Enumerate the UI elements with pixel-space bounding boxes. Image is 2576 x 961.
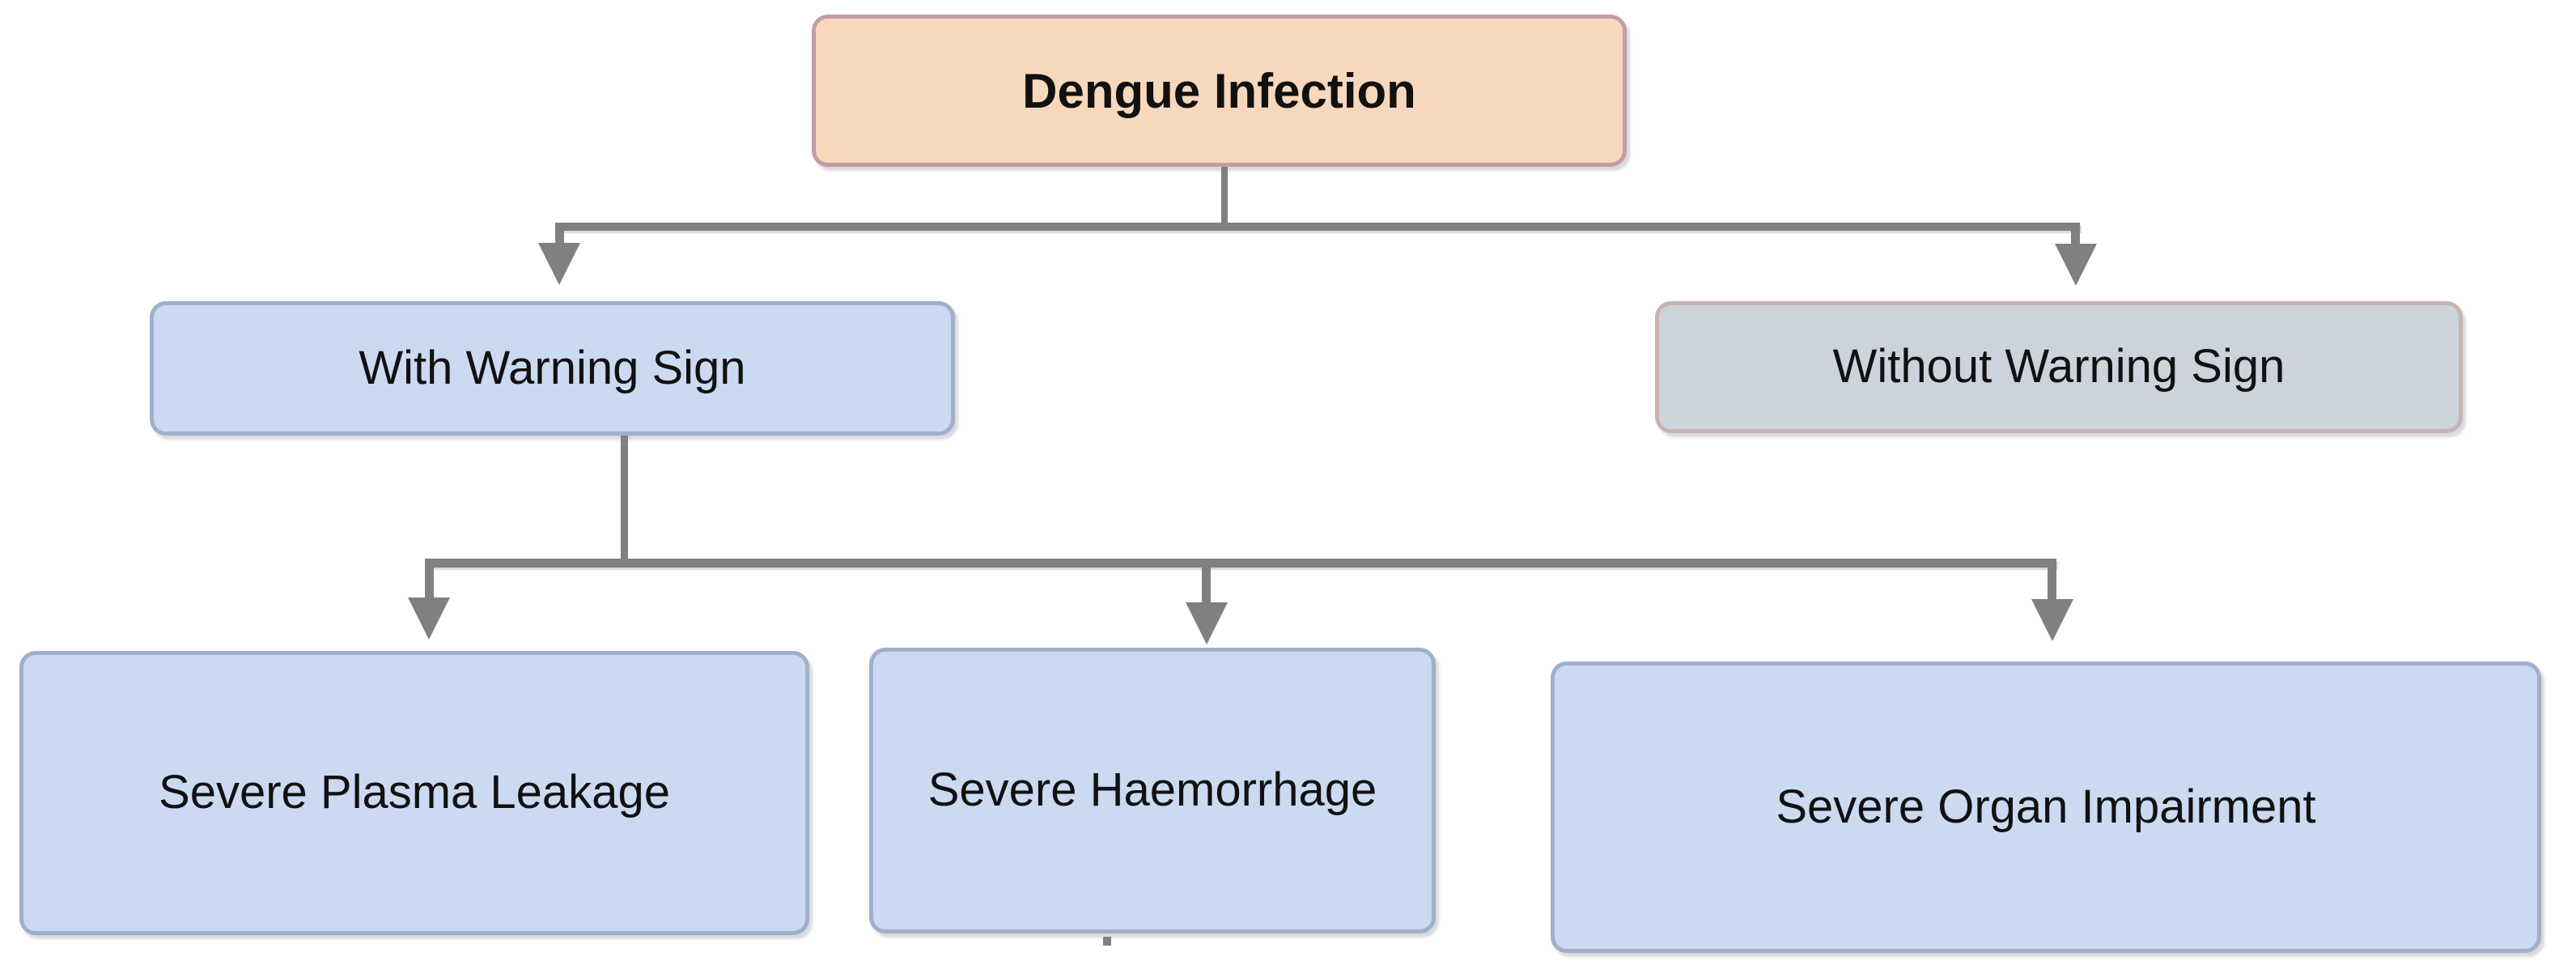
connector-level2-horizontal: [425, 559, 2056, 568]
node-dengue-infection-label: Dengue Infection: [1022, 63, 1416, 118]
node-severe-haemorrhage: Severe Haemorrhage: [869, 648, 1436, 933]
node-severe-plasma-leakage-label: Severe Plasma Leakage: [159, 766, 670, 819]
node-severe-plasma-leakage: Severe Plasma Leakage: [19, 651, 809, 935]
arrow-down-icon: [408, 597, 450, 640]
arrow-down-icon: [1186, 602, 1228, 644]
connector-with-warning-stem: [621, 436, 628, 563]
connector-truncated-tick: [1103, 937, 1111, 946]
node-severe-haemorrhage-label: Severe Haemorrhage: [927, 763, 1377, 817]
connector-to-with-warning-stub: [555, 223, 564, 247]
connector-to-haemorrhage-stub: [1202, 568, 1211, 604]
connector-to-organ-stub: [2048, 568, 2056, 600]
arrow-down-icon: [2055, 244, 2097, 286]
node-with-warning-sign-label: With Warning Sign: [359, 341, 746, 394]
node-without-warning-sign: Without Warning Sign: [1655, 301, 2463, 433]
node-without-warning-sign-label: Without Warning Sign: [1832, 340, 2285, 393]
arrow-down-icon: [538, 243, 580, 285]
node-severe-organ-impairment-label: Severe Organ Impairment: [1776, 780, 2316, 833]
node-severe-organ-impairment: Severe Organ Impairment: [1551, 661, 2541, 953]
connector-to-without-warning-stub: [2071, 223, 2080, 247]
connector-root-stem: [1221, 167, 1228, 227]
connector-level1-horizontal: [555, 223, 2080, 231]
connector-to-plasma-stub: [425, 559, 434, 599]
node-with-warning-sign: With Warning Sign: [150, 301, 955, 436]
arrow-down-icon: [2031, 599, 2073, 641]
node-dengue-infection: Dengue Infection: [812, 15, 1627, 167]
